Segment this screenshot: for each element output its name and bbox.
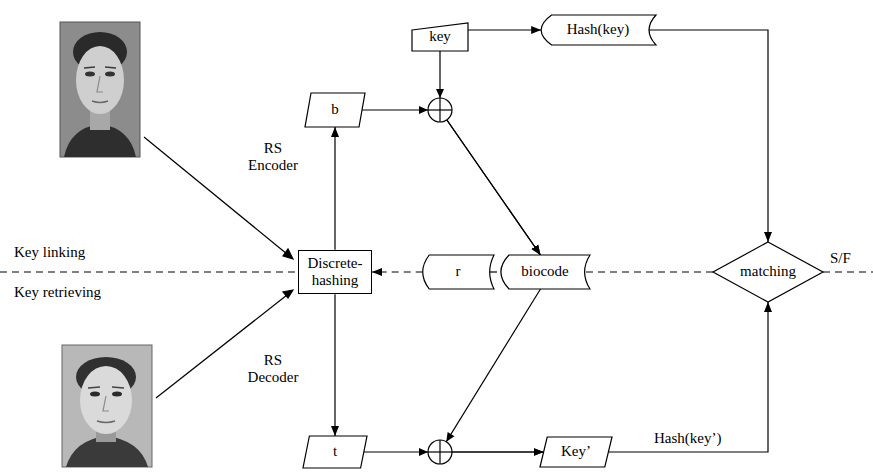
data-parallelogram: t xyxy=(303,436,367,468)
face-photo xyxy=(60,22,140,157)
node-text: b xyxy=(331,101,339,118)
node-text: matching xyxy=(740,263,796,280)
xor-symbol xyxy=(419,432,454,464)
connector-arrow xyxy=(440,289,544,452)
region-label: Key linking xyxy=(14,244,85,261)
key-input: key xyxy=(412,23,468,51)
connector-arrow xyxy=(440,51,541,255)
node-text: Hash(key) xyxy=(567,21,629,38)
edge-label: Hash(key’) xyxy=(652,430,723,447)
step-label: RS Encoder xyxy=(240,140,306,175)
node-text: Key’ xyxy=(561,443,591,460)
node-text: Discrete-hashing xyxy=(303,255,367,290)
node-text: t xyxy=(333,443,337,460)
connector-arrow xyxy=(334,294,335,436)
node-text: key xyxy=(429,28,451,45)
data-parallelogram: Key’ xyxy=(540,437,612,467)
xor-symbol xyxy=(419,89,452,122)
connector-arrow xyxy=(334,127,335,250)
decision-diamond: matching xyxy=(713,242,823,302)
hash-store: Hash(key) xyxy=(540,15,656,45)
region-label: Key retrieving xyxy=(14,284,101,301)
node-text: r xyxy=(456,263,461,280)
step-label: RS Decoder xyxy=(240,352,306,387)
process-box: Discrete-hashing xyxy=(298,250,372,295)
storage-box: biocode xyxy=(500,255,590,289)
storage-box: r xyxy=(422,255,494,289)
face-photo xyxy=(62,345,152,467)
result-label: S/F xyxy=(830,250,851,267)
connector-arrow xyxy=(649,30,768,242)
connector-arrow xyxy=(362,110,541,255)
connector-arrow xyxy=(608,302,768,452)
node-text: biocode xyxy=(521,263,568,280)
data-parallelogram: b xyxy=(305,93,365,127)
connector-arrow xyxy=(468,29,541,30)
connector-arrow xyxy=(372,271,423,272)
